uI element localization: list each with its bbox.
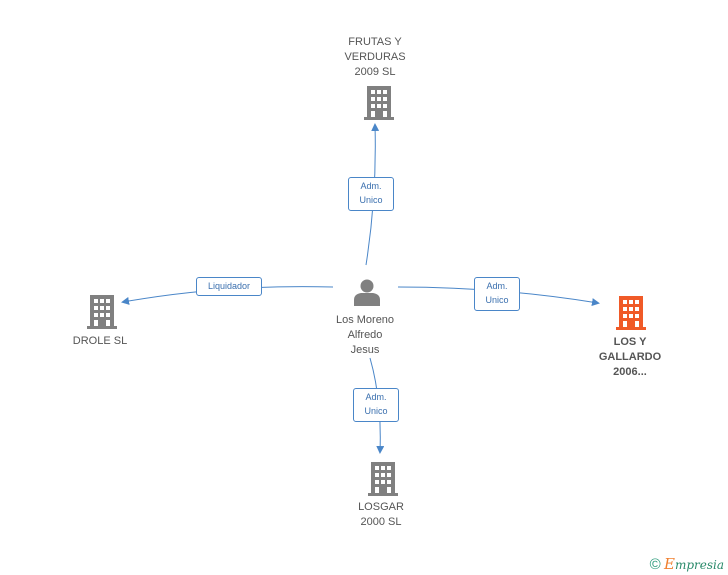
building-icon-right-highlighted[interactable] <box>616 296 646 330</box>
edge-label-left: Liquidador <box>196 277 262 296</box>
building-icon-bottom[interactable] <box>368 462 398 496</box>
node-label-bottom[interactable]: LOSGAR 2000 SL <box>358 501 404 528</box>
edge-label-bottom: Adm. Unico <box>353 388 399 422</box>
node-label-right[interactable]: LOS Y GALLARDO 2006... <box>598 336 662 378</box>
center-person-label[interactable]: Los Moreno Alfredo Jesus <box>335 314 395 356</box>
building-icon-top[interactable] <box>364 86 394 120</box>
footer-brand: © Empresia <box>650 555 724 573</box>
edge-label-top: Adm. Unico <box>348 177 394 211</box>
building-icon-left[interactable] <box>87 295 117 329</box>
node-label-left[interactable]: DROLE SL <box>72 335 128 347</box>
brand-logo-text: mpresia <box>674 558 724 572</box>
edge-label-right: Adm. Unico <box>474 277 520 311</box>
copyright-icon: © <box>649 556 661 573</box>
person-icon[interactable] <box>354 279 380 307</box>
brand-logo-e: E <box>663 555 675 573</box>
node-label-top[interactable]: FRUTAS Y VERDURAS 2009 SL <box>344 36 406 78</box>
